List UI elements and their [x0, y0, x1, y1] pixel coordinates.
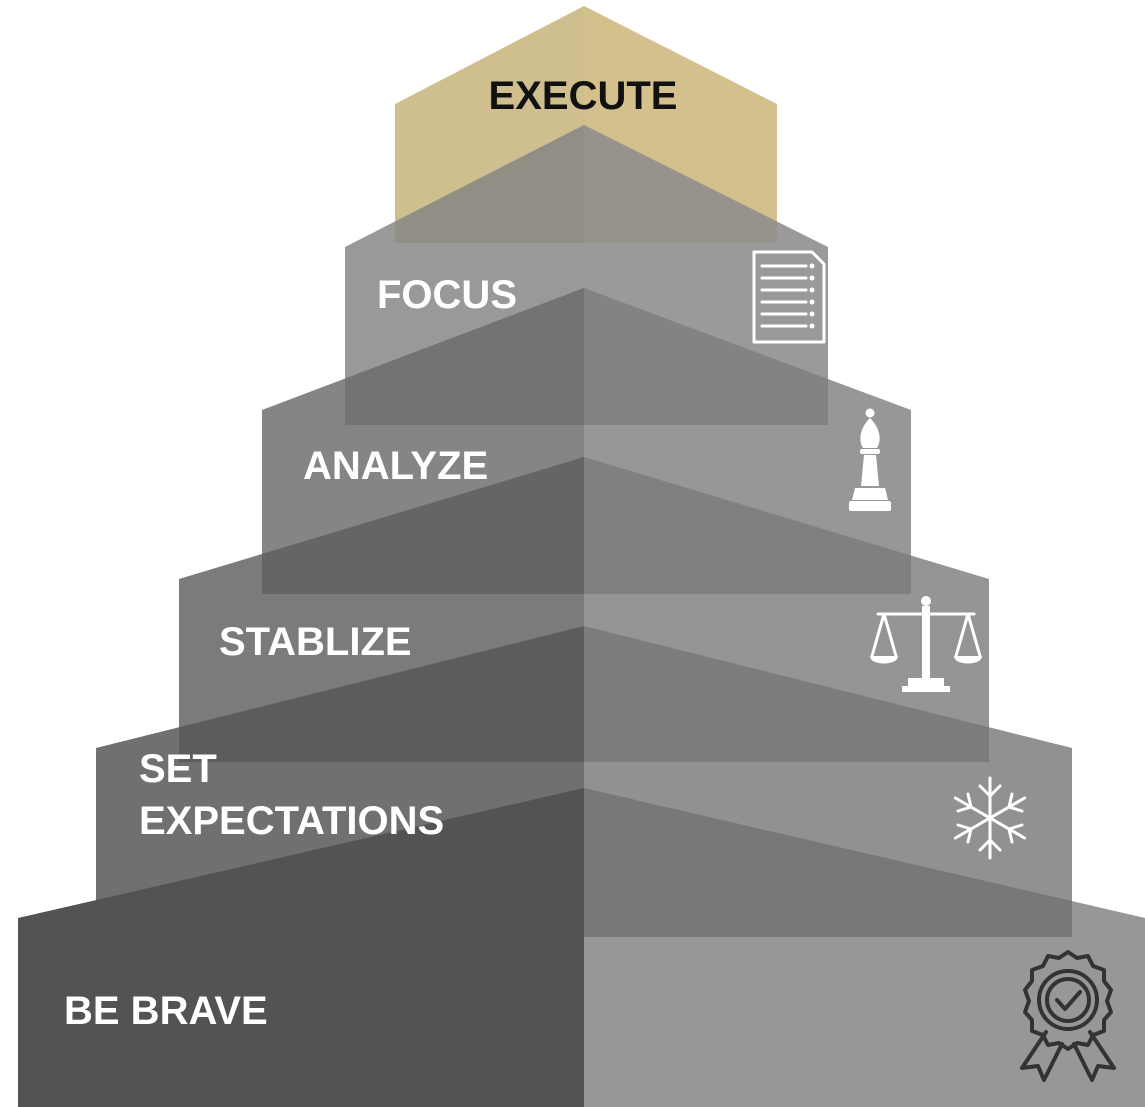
level-focus-label: FOCUS: [377, 273, 517, 317]
award-badge-icon: [1020, 950, 1116, 1082]
checklist-icon: [752, 250, 826, 344]
level-set-expectations-label-line2: EXPECTATIONS: [139, 799, 444, 843]
level-analyze-label: ANALYZE: [303, 444, 488, 488]
level-be-brave-label: BE BRAVE: [64, 989, 268, 1033]
level-set-expectations-label-line1: SET: [139, 747, 217, 791]
level-execute-label: EXECUTE: [489, 74, 678, 118]
level-be-brave-shape-left: [18, 788, 584, 1107]
level-be-brave-shape-right: [584, 788, 1145, 1107]
balance-scale-icon: [870, 596, 982, 692]
chess-bishop-icon: [849, 408, 891, 511]
snowflake-icon: [953, 776, 1027, 860]
level-stablize-label: STABLIZE: [219, 620, 412, 664]
level-be-brave: [18, 788, 1145, 1107]
